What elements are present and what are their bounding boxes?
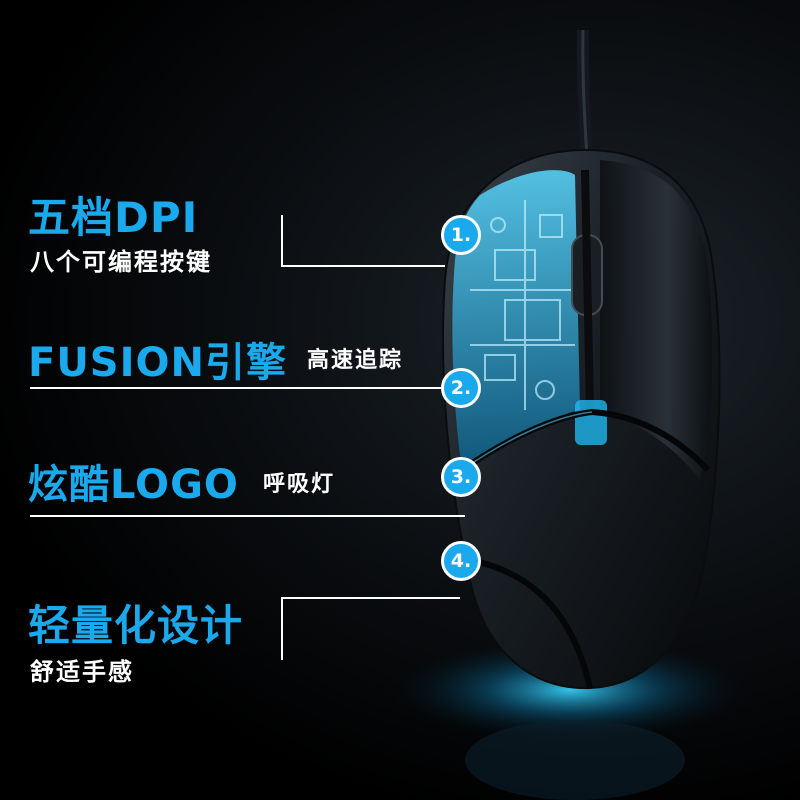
feature-3-badge: 3. — [441, 457, 481, 497]
feature-1-title: 五档DPI — [28, 193, 199, 242]
pcb-components — [470, 200, 575, 410]
feature-4-badge: 4. — [441, 541, 481, 581]
feature-2-subtitle: 高速追踪 — [307, 348, 404, 373]
feature-3-subtitle: 呼吸灯 — [263, 472, 336, 497]
floor-reflection — [465, 720, 685, 800]
feature-1-subtitle: 八个可编程按键 — [30, 248, 212, 276]
mouse-center-ridge — [581, 169, 594, 411]
floor-glow — [380, 635, 760, 745]
mouse-right-shell — [600, 160, 713, 480]
feature-4-subtitle: 舒适手感 — [30, 658, 134, 686]
connector-line-4 — [281, 597, 460, 660]
feature-2-badge: 2. — [441, 368, 481, 408]
feature-1-badge: 1. — [441, 215, 481, 255]
feature-4-title: 轻量化设计 — [28, 601, 244, 650]
lower-seam — [469, 557, 593, 689]
feature-2-title: FUSION引擎 — [28, 340, 287, 386]
pcb-window — [452, 170, 580, 470]
connector-line-1 — [281, 215, 445, 267]
feature-3-title: 炫酷LOGO — [28, 462, 239, 508]
